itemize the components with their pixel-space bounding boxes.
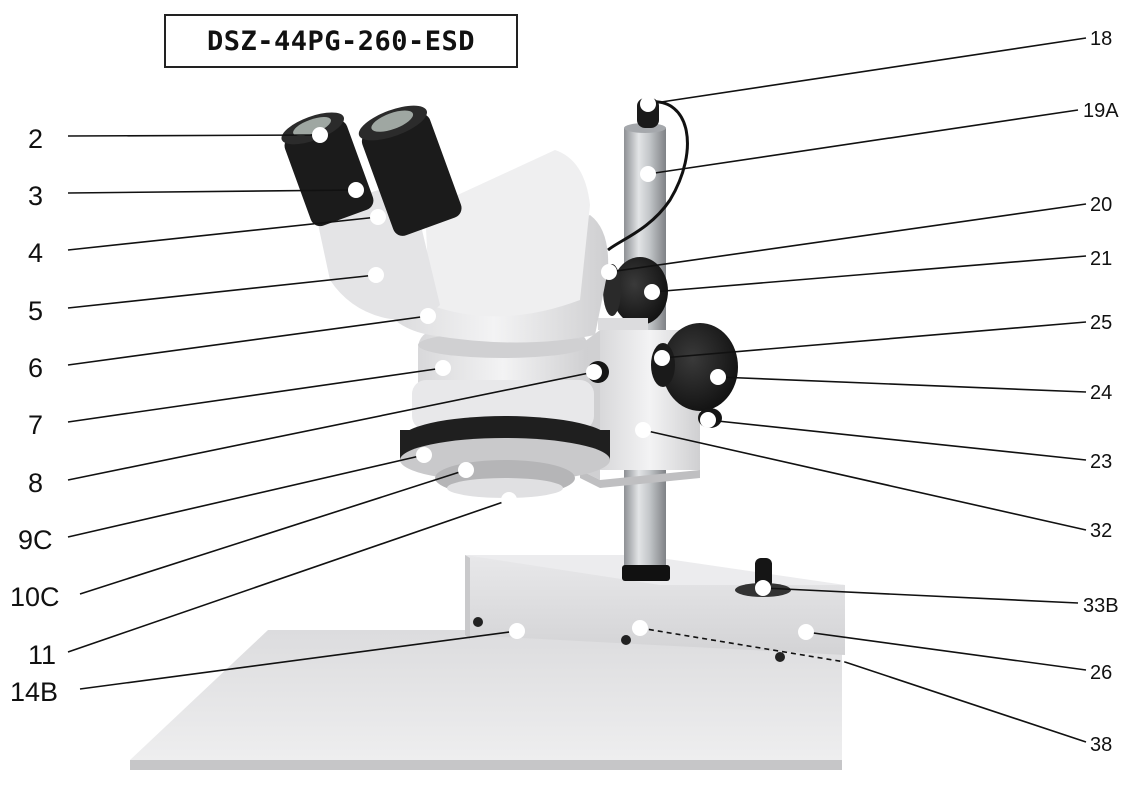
- part-marker: [636, 423, 651, 438]
- callout-label-left: 3: [28, 183, 43, 210]
- part-marker: [711, 370, 726, 385]
- callout-label-right: 33B: [1083, 596, 1119, 616]
- leader-line-right: [643, 430, 1086, 530]
- callout-label-right: 20: [1090, 195, 1112, 215]
- part-marker: [655, 351, 670, 366]
- part-marker: [510, 624, 525, 639]
- part-marker: [313, 128, 328, 143]
- part-marker: [602, 265, 617, 280]
- part-marker: [371, 210, 386, 225]
- callout-label-left: 11: [28, 642, 56, 669]
- callout-label-left: 8: [28, 470, 43, 497]
- callout-label-right: 32: [1090, 521, 1112, 541]
- callout-label-right: 24: [1090, 383, 1112, 403]
- leader-line-left: [68, 455, 424, 537]
- callout-label-right: 25: [1090, 313, 1112, 333]
- part-marker: [701, 413, 716, 428]
- part-marker: [641, 97, 656, 112]
- callout-label-right: 38: [1090, 735, 1112, 755]
- zoom-body: [400, 330, 610, 498]
- callout-label-right: 18: [1090, 29, 1112, 49]
- leader-line-right: [806, 632, 1086, 670]
- part-marker: [587, 365, 602, 380]
- part-marker: [633, 621, 648, 636]
- part-marker: [459, 463, 474, 478]
- callout-label-left: 9C: [18, 527, 53, 554]
- callout-label-right: 21: [1090, 249, 1112, 269]
- leader-line-right: [648, 38, 1086, 104]
- leader-line-right: [708, 420, 1086, 460]
- part-marker: [369, 268, 384, 283]
- leader-line-right: [845, 662, 1086, 742]
- model-title: DSZ-44PG-260-ESD: [164, 14, 518, 68]
- leader-line-left: [68, 135, 320, 136]
- part-marker: [799, 625, 814, 640]
- leader-line-left: [68, 275, 376, 308]
- part-marker: [436, 361, 451, 376]
- part-marker: [349, 183, 364, 198]
- base-plate: [130, 630, 842, 770]
- part-marker: [756, 581, 771, 596]
- callout-label-right: 26: [1090, 663, 1112, 683]
- callout-label-left: 7: [28, 412, 43, 439]
- part-marker: [502, 493, 517, 508]
- callout-label-right: 23: [1090, 452, 1112, 472]
- part-marker: [641, 167, 656, 182]
- part-marker: [421, 309, 436, 324]
- callout-label-left: 14B: [10, 679, 58, 706]
- callout-label-left: 5: [28, 298, 43, 325]
- callout-label-left: 6: [28, 355, 43, 382]
- part-marker: [645, 285, 660, 300]
- part-marker: [417, 448, 432, 463]
- callout-label-left: 2: [28, 126, 43, 153]
- callout-label-left: 4: [28, 240, 43, 267]
- leader-line-right: [718, 377, 1086, 392]
- leader-line-left: [80, 470, 466, 594]
- callout-label-left: 10C: [10, 584, 60, 611]
- leader-line-left: [68, 316, 428, 365]
- callout-label-right: 19A: [1083, 101, 1119, 121]
- leader-line-right: [648, 110, 1078, 174]
- leader-line-right: [652, 256, 1086, 292]
